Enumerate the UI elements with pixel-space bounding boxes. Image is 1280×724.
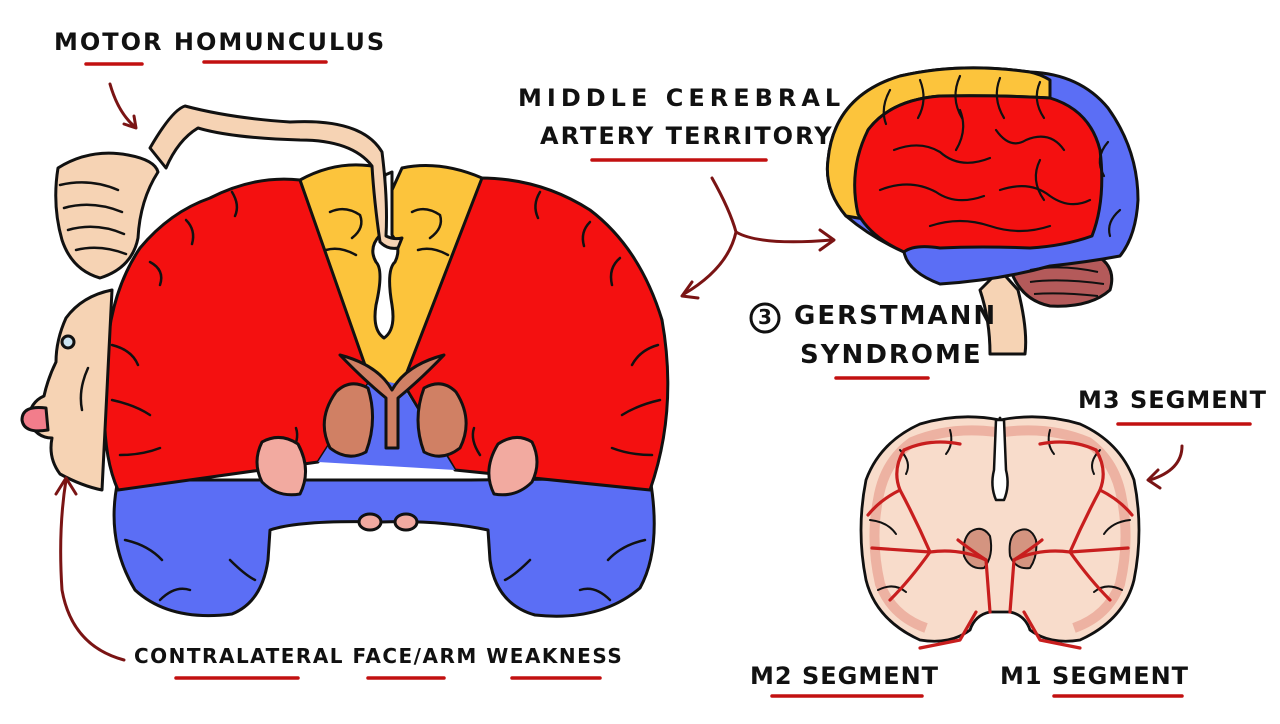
homunculus-eye bbox=[60, 334, 76, 350]
homunculus-arm bbox=[148, 104, 404, 250]
vessel-brain-outline bbox=[859, 415, 1141, 643]
label-contralateral-weakness: CONTRALATERAL FACE/ARM WEAKNESS bbox=[134, 644, 624, 668]
label-mca-line1: MIDDLE CEREBRAL bbox=[518, 84, 846, 112]
arrow-mca-split bbox=[710, 176, 834, 244]
brainstem bbox=[978, 268, 1028, 356]
homunculus-hand bbox=[54, 151, 160, 280]
mammillary-left bbox=[357, 512, 383, 532]
arrow-m3-head bbox=[1146, 468, 1162, 490]
label-underlines bbox=[84, 60, 1252, 698]
right-sulci bbox=[410, 190, 662, 457]
finger-lines bbox=[58, 181, 128, 256]
lateral-brain-view bbox=[825, 66, 1140, 356]
vessel-brain-fissure bbox=[991, 418, 1009, 502]
label-gerstmann-line2: SYNDROME bbox=[800, 340, 983, 370]
homunculus-tongue bbox=[20, 406, 50, 433]
label-motor-homunculus: MOTOR HOMUNCULUS bbox=[54, 28, 387, 56]
mca-vessels bbox=[866, 440, 1134, 650]
septum bbox=[338, 353, 446, 450]
arrow-mca-head-left bbox=[680, 280, 700, 300]
motor-homunculus-figure bbox=[20, 104, 404, 492]
label-mca-line2: ARTERY TERRITORY bbox=[540, 122, 834, 150]
internal-capsule-left bbox=[255, 436, 307, 497]
caudate-right bbox=[416, 382, 468, 458]
label-m1-segment: M1 SEGMENT bbox=[1000, 662, 1190, 690]
arrow-weakness-head bbox=[54, 476, 78, 496]
label-gerstmann-number: 3 bbox=[758, 305, 772, 329]
left-sulci bbox=[110, 190, 363, 457]
vessel-brain-cortex-inner bbox=[869, 425, 997, 633]
internal-capsule-right bbox=[487, 436, 539, 497]
caudate-left bbox=[322, 382, 375, 458]
homunculus-face bbox=[26, 288, 114, 492]
coronal-brain-section bbox=[103, 163, 670, 618]
arrow-weakness bbox=[59, 478, 126, 662]
temporal-sulci bbox=[123, 538, 647, 602]
label-gerstmann-line1: GERSTMANN bbox=[794, 301, 998, 331]
vessel-brain-cortex-inner-right bbox=[1003, 425, 1131, 633]
homunculus-cheek bbox=[79, 366, 90, 412]
arrow-homunculus-head bbox=[122, 114, 138, 130]
arrow-homunculus bbox=[108, 82, 136, 128]
right-hemisphere-mca bbox=[398, 176, 670, 492]
temporal-lobes-pca bbox=[112, 476, 656, 618]
vessel-coronal-brain bbox=[859, 415, 1141, 650]
mammillary-right bbox=[393, 512, 419, 532]
cerebellum-folia bbox=[1029, 266, 1105, 297]
lateral-brain-mca-red bbox=[853, 94, 1104, 254]
arrow-mca-to-brain bbox=[682, 230, 738, 296]
longitudinal-fissure bbox=[371, 170, 400, 340]
label-m3-segment: M3 SEGMENT bbox=[1078, 386, 1268, 414]
annotation-arrows bbox=[54, 82, 1184, 662]
arrow-mca-head-right bbox=[818, 228, 836, 252]
gerstmann-number-circle bbox=[749, 302, 781, 334]
lateral-brain-sulci bbox=[878, 74, 1122, 238]
label-m2-segment: M2 SEGMENT bbox=[750, 662, 940, 690]
arrow-m3 bbox=[1148, 444, 1184, 482]
